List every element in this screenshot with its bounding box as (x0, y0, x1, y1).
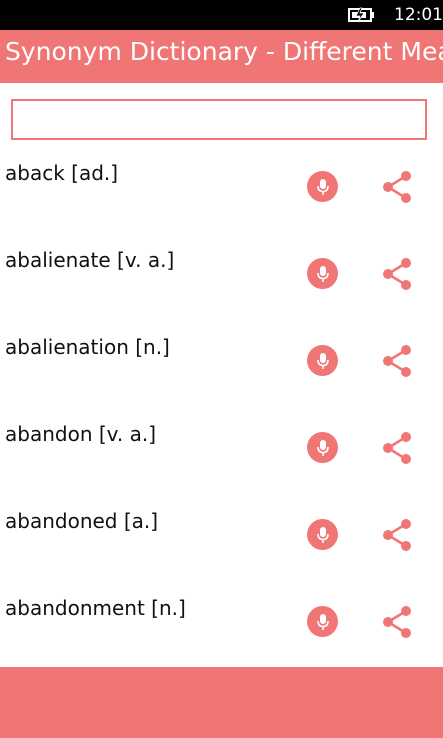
share-icon[interactable] (380, 605, 414, 639)
word-label[interactable]: abalienate [v. a.] (5, 248, 175, 272)
word-label[interactable]: abandonment [n.] (5, 596, 186, 620)
list-item[interactable]: abalienation [n.] (0, 324, 443, 411)
word-label[interactable]: abandoned [a.] (5, 509, 159, 533)
app-bar[interactable] (0, 667, 443, 738)
list-item[interactable]: abandonment [n.] (0, 585, 443, 672)
share-icon[interactable] (380, 344, 414, 378)
microphone-icon[interactable] (307, 432, 338, 463)
share-icon[interactable] (380, 431, 414, 465)
page-title: Synonym Dictionary - Different Meanings (5, 37, 443, 66)
word-label[interactable]: abandon [v. a.] (5, 422, 157, 446)
microphone-icon[interactable] (307, 519, 338, 550)
microphone-icon[interactable] (307, 258, 338, 289)
microphone-icon[interactable] (307, 606, 338, 637)
word-label[interactable]: abalienation [n.] (5, 335, 170, 359)
list-item[interactable]: abalienate [v. a.] (0, 237, 443, 324)
share-icon[interactable] (380, 518, 414, 552)
search-input[interactable] (11, 99, 427, 140)
list-item[interactable]: abandon [v. a.] (0, 411, 443, 498)
share-icon[interactable] (380, 257, 414, 291)
battery-charging-icon (348, 7, 374, 23)
list-item[interactable]: abandoned [a.] (0, 498, 443, 585)
share-icon[interactable] (380, 170, 414, 204)
status-clock: 12:01 (394, 5, 443, 25)
word-list: aback [ad.] abalienate [v. a.] abalienatio… (0, 150, 443, 672)
microphone-icon[interactable] (307, 171, 338, 202)
list-item[interactable]: aback [ad.] (0, 150, 443, 237)
status-bar: 12:01 (0, 0, 443, 30)
microphone-icon[interactable] (307, 345, 338, 376)
app-header: Synonym Dictionary - Different Meanings (0, 30, 443, 83)
word-label[interactable]: aback [ad.] (5, 161, 119, 185)
